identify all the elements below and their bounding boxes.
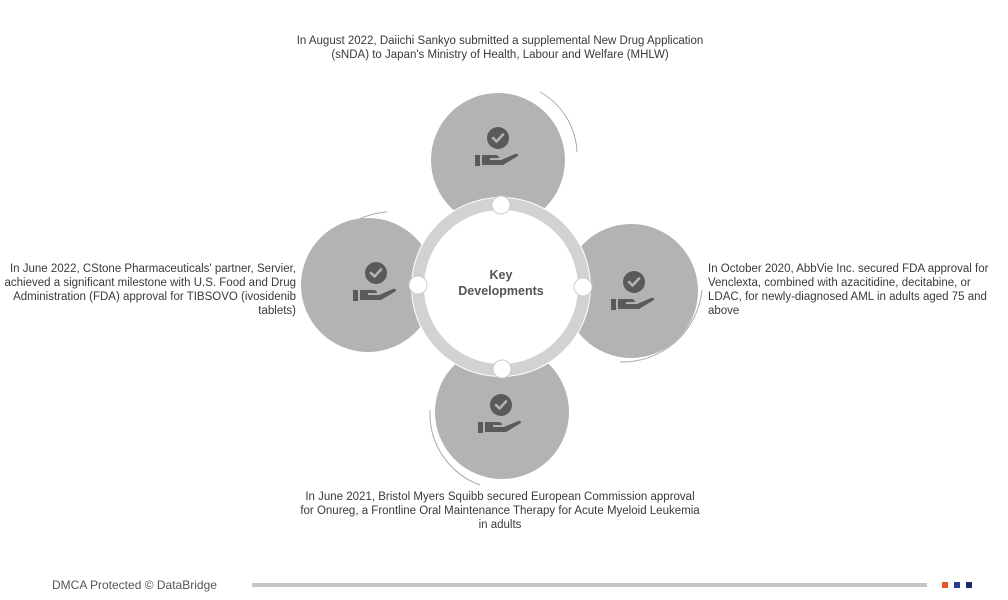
arc-bottom	[429, 409, 481, 486]
footer-square-navy	[966, 582, 972, 588]
arc-right	[619, 289, 703, 363]
arc-top	[539, 91, 578, 153]
footer-divider	[252, 583, 927, 587]
connector-dot-top	[491, 195, 511, 215]
footer-copyright: DMCA Protected © DataBridge	[52, 578, 217, 592]
connector-dot-left	[408, 275, 428, 295]
footer-square-orange	[942, 582, 948, 588]
development-text-right: In October 2020, AbbVie Inc. secured FDA…	[708, 263, 989, 317]
center-title-line2: Developments	[458, 284, 544, 298]
connector-dot-right	[573, 277, 593, 297]
center-title: Key Developments	[441, 267, 561, 299]
center-title-line1: Key	[489, 268, 513, 282]
development-text-left: In June 2022, CStone Pharmaceuticals' pa…	[4, 263, 297, 317]
development-text-bottom: In June 2021, Bristol Myers Squibb secur…	[300, 491, 700, 531]
development-text-top: In August 2022, Daiichi Sankyo submitted…	[296, 35, 704, 61]
center-disc	[425, 211, 577, 363]
circle-left	[301, 218, 435, 352]
footer-square-blue	[954, 582, 960, 588]
connector-dot-bottom	[492, 359, 512, 379]
